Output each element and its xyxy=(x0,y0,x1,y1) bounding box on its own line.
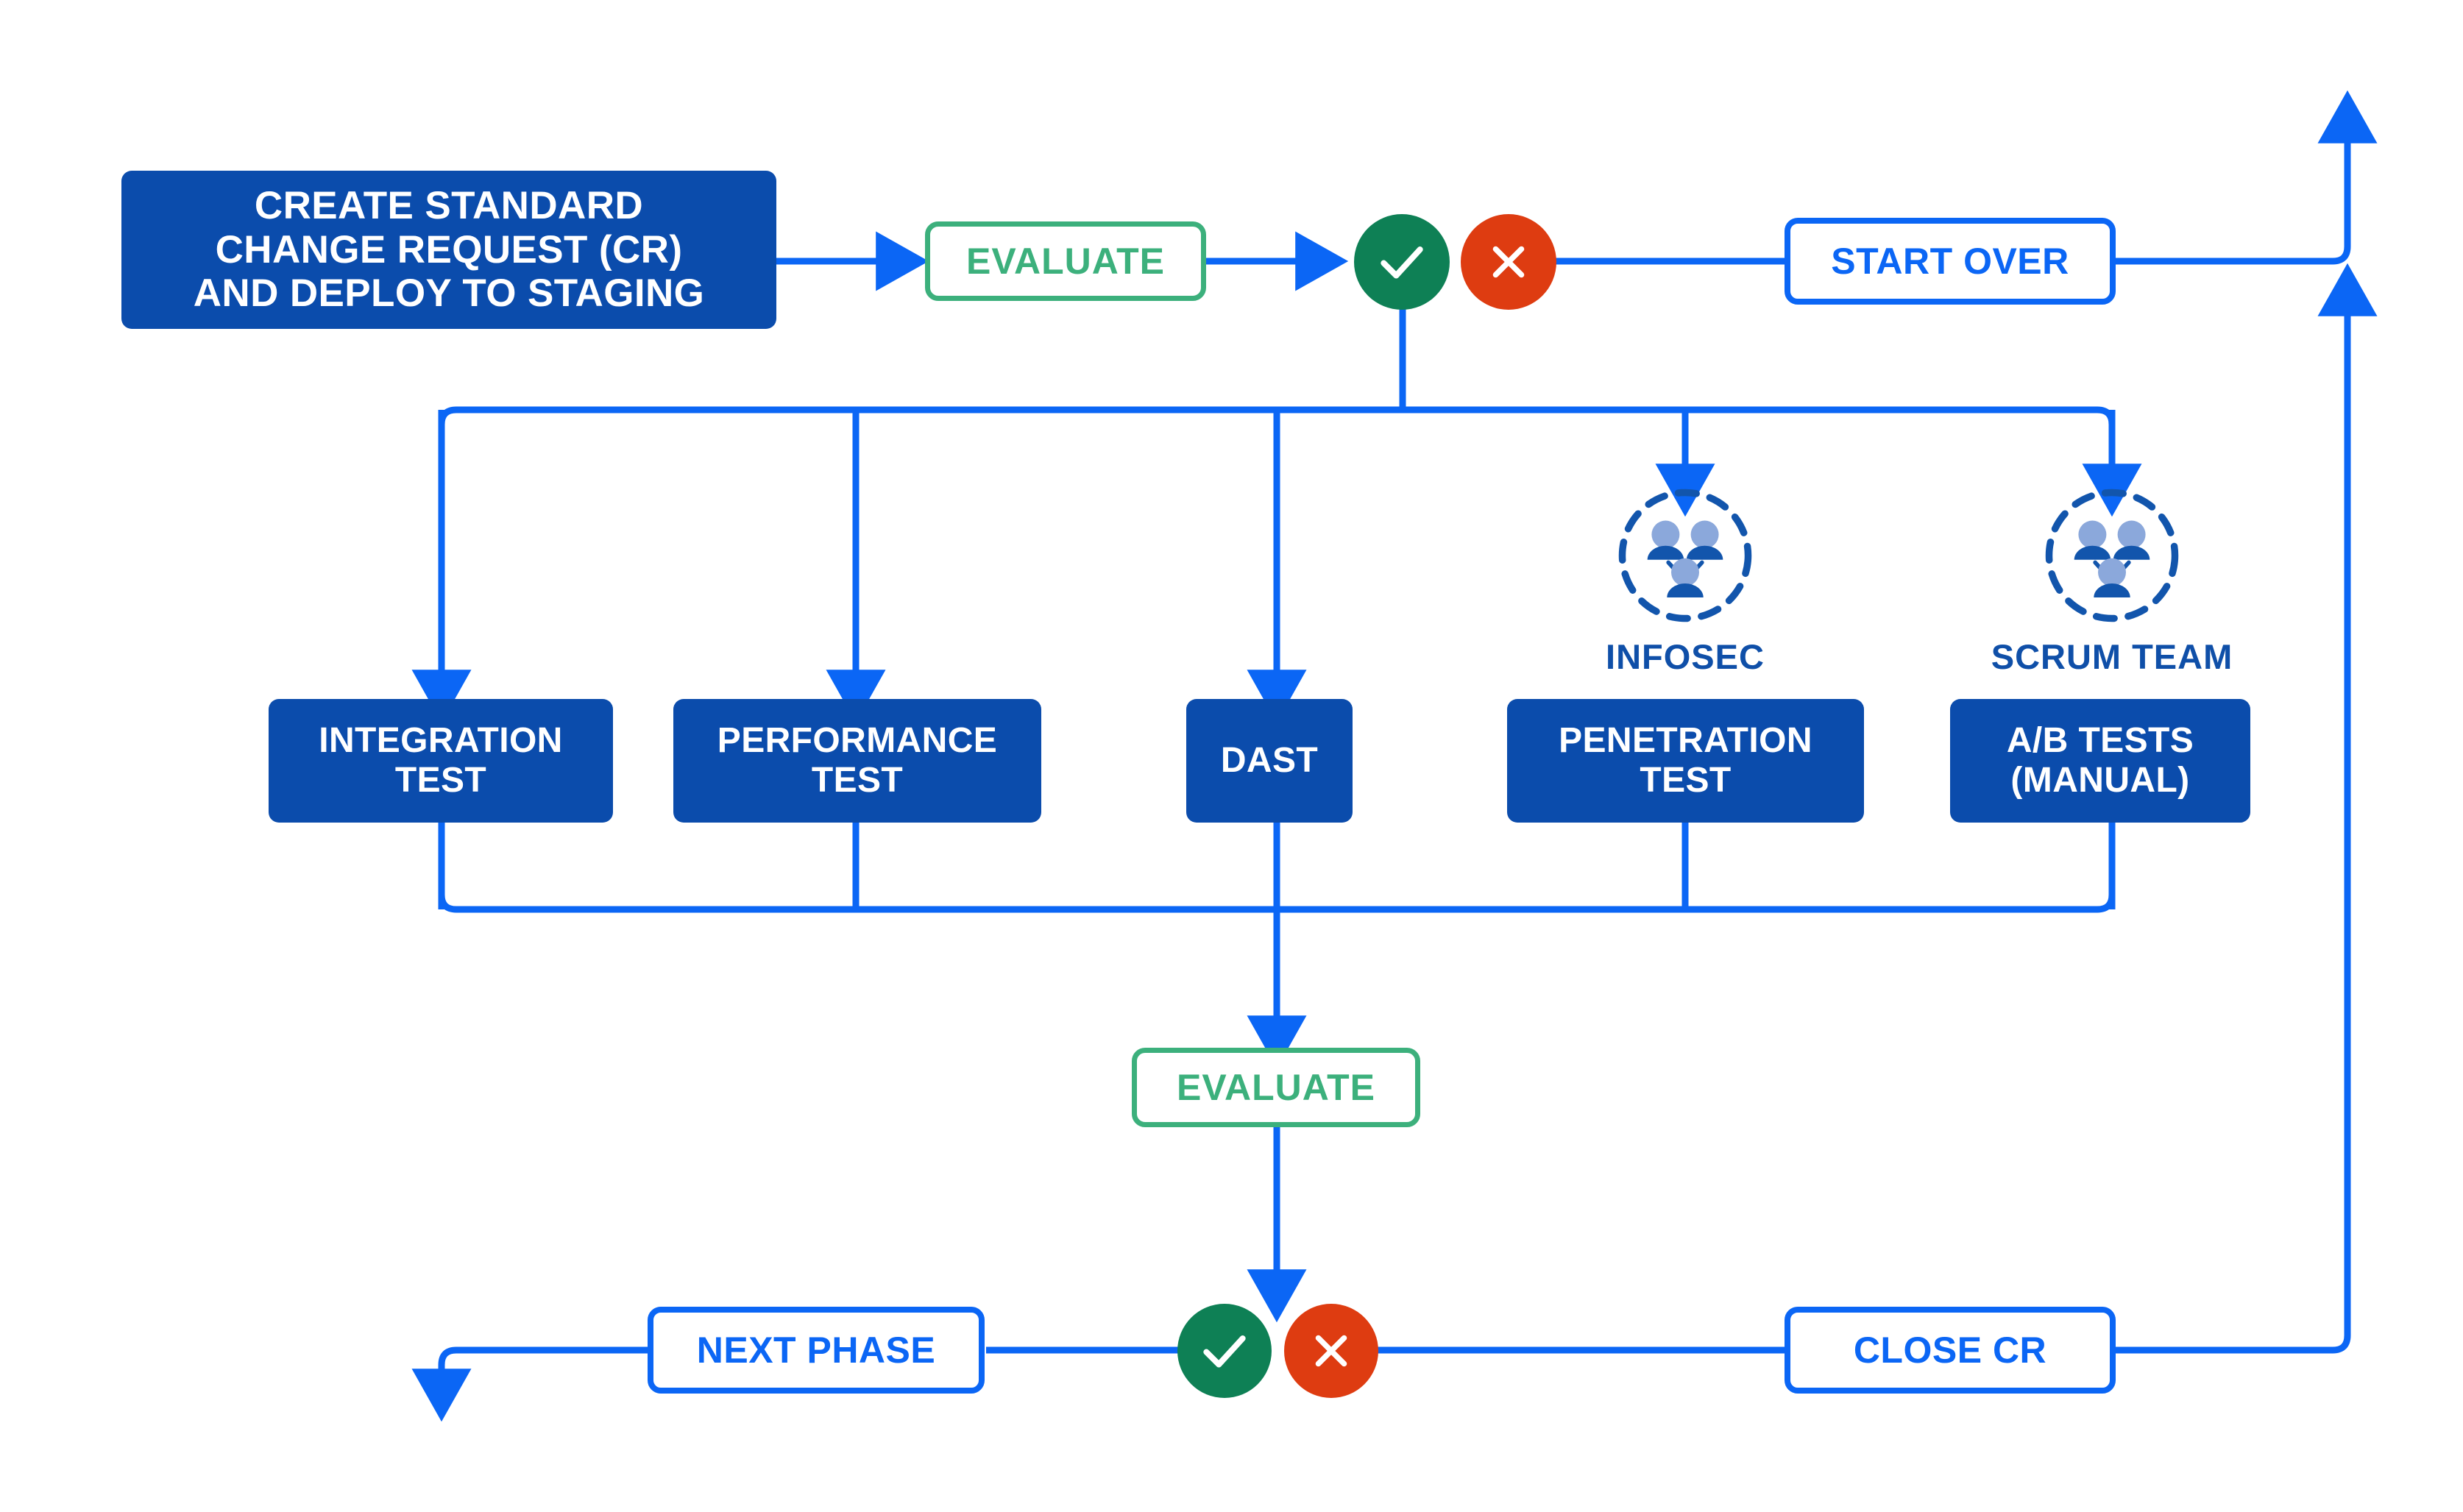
check-glyph xyxy=(1381,246,1423,279)
node-close-cr[interactable]: CLOSE CR xyxy=(1785,1307,2116,1394)
start-over-label: START OVER xyxy=(1831,241,2069,282)
create-cr-line-2: CHANGE REQUEST (CR) xyxy=(215,227,683,271)
node-dast[interactable]: DAST xyxy=(1186,699,1353,823)
node-create-change-request[interactable]: CREATE STANDARD CHANGE REQUEST (CR) AND … xyxy=(121,171,776,329)
performance-test-line-2: TEST xyxy=(811,761,904,800)
team-label-infosec: INFOSEC xyxy=(1606,637,1765,676)
node-next-phase[interactable]: NEXT PHASE xyxy=(648,1307,985,1394)
penetration-test-line-1: PENETRATION xyxy=(1559,721,1812,761)
cross-icon-reject-bottom[interactable] xyxy=(1284,1304,1378,1398)
node-start-over[interactable]: START OVER xyxy=(1785,218,2116,305)
check-glyph xyxy=(1203,1335,1246,1368)
evaluate-bottom-label: EVALUATE xyxy=(1176,1067,1376,1108)
check-icon-approve-top[interactable] xyxy=(1354,214,1450,310)
close-cr-label: CLOSE CR xyxy=(1853,1330,2047,1371)
integration-test-line-2: TEST xyxy=(394,761,487,800)
node-evaluate-bottom[interactable]: EVALUATE xyxy=(1132,1048,1420,1127)
penetration-test-line-2: TEST xyxy=(1640,761,1732,800)
dast-label: DAST xyxy=(1220,741,1319,781)
node-integration-test[interactable]: INTEGRATION TEST xyxy=(269,699,613,823)
cross-glyph xyxy=(1492,246,1525,278)
team-label-scrum: SCRUM TEAM xyxy=(1991,637,2233,676)
ab-tests-line-1: A/B TESTS xyxy=(2006,721,2194,761)
evaluate-top-label: EVALUATE xyxy=(965,241,1166,282)
node-performance-test[interactable]: PERFORMANCE TEST xyxy=(673,699,1041,823)
create-cr-line-3: AND DEPLOY TO STAGING xyxy=(193,271,705,316)
next-phase-label: NEXT PHASE xyxy=(696,1330,936,1371)
node-ab-tests[interactable]: A/B TESTS (MANUAL) xyxy=(1950,699,2250,823)
edge-closecr-return xyxy=(2116,263,2378,1354)
node-penetration-test[interactable]: PENETRATION TEST xyxy=(1507,699,1864,823)
edge-nextphase-exit xyxy=(411,1346,648,1422)
ab-tests-line-2: (MANUAL) xyxy=(2010,761,2190,800)
node-evaluate-top[interactable]: EVALUATE xyxy=(925,221,1206,301)
check-icon-approve-bottom[interactable] xyxy=(1177,1304,1272,1398)
integration-test-line-1: INTEGRATION xyxy=(319,721,563,761)
team-of-three-icon-infosec xyxy=(1615,486,1755,625)
create-cr-line-1: CREATE STANDARD xyxy=(254,184,644,228)
cross-glyph xyxy=(1315,1335,1347,1367)
team-of-three-icon-scrum xyxy=(2042,486,2182,625)
performance-test-line-1: PERFORMANCE xyxy=(717,721,998,761)
cross-icon-reject-top[interactable] xyxy=(1461,214,1556,310)
edge-startover-return xyxy=(2116,90,2378,265)
